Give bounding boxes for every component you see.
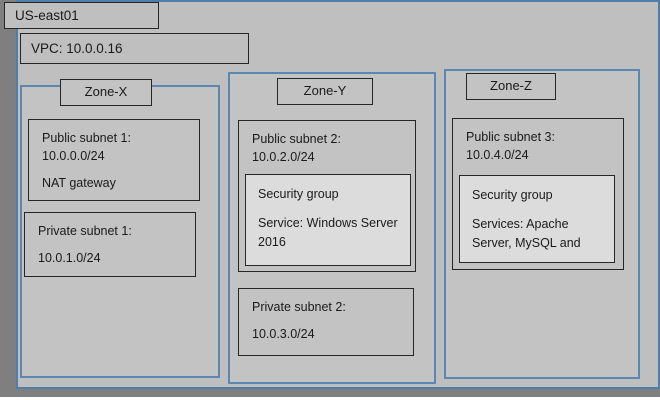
security-group-service-line-1: Services: Apache bbox=[472, 216, 569, 231]
subnet-extra-nat-gateway: NAT gateway bbox=[42, 176, 116, 191]
spacer bbox=[252, 316, 413, 325]
subnet-cidr: 10.0.0.0/24 bbox=[42, 149, 105, 164]
subnet-box-private-subnet-2: Private subnet 2: 10.0.3.0/24 bbox=[238, 288, 414, 356]
spacer bbox=[38, 240, 195, 249]
security-group-title: Security group bbox=[258, 187, 339, 201]
subnet-box-private-subnet-1: Private subnet 1: 10.0.1.0/24 bbox=[24, 212, 196, 277]
security-group-service-line-1: Service: Windows Server bbox=[258, 215, 398, 230]
subnet-cidr: 10.0.1.0/24 bbox=[38, 251, 101, 266]
security-group-box-zone-y: Security group Service: Windows Server 2… bbox=[245, 174, 411, 266]
spacer bbox=[258, 204, 410, 214]
security-group-service-line-2: Server, MySQL and bbox=[472, 235, 581, 250]
region-label: US-east01 bbox=[4, 2, 159, 29]
subnet-cidr: 10.0.3.0/24 bbox=[252, 327, 315, 342]
security-group-title: Security group bbox=[472, 188, 553, 202]
subnet-box-public-subnet-1: Public subnet 1: 10.0.0.0/24 NAT gateway bbox=[28, 119, 200, 201]
security-group-service-line-2: 2016 bbox=[258, 234, 286, 249]
spacer bbox=[42, 165, 199, 174]
subnet-title: Public subnet 2: bbox=[252, 132, 341, 146]
subnet-title: Private subnet 1: bbox=[38, 224, 132, 238]
zone-label-zone-x: Zone-X bbox=[60, 79, 152, 106]
zone-label-zone-y: Zone-Y bbox=[277, 78, 373, 105]
subnet-cidr: 10.0.4.0/24 bbox=[466, 148, 529, 163]
spacer bbox=[472, 205, 614, 215]
subnet-title: Private subnet 2: bbox=[252, 300, 346, 314]
zone-label-zone-z: Zone-Z bbox=[466, 73, 556, 100]
subnet-cidr: 10.0.2.0/24 bbox=[252, 150, 315, 165]
subnet-title: Public subnet 3: bbox=[466, 130, 555, 144]
vpc-label: VPC: 10.0.0.16 bbox=[20, 33, 249, 64]
subnet-title: Public subnet 1: bbox=[42, 131, 131, 145]
security-group-box-zone-z: Security group Services: Apache Server, … bbox=[459, 175, 615, 263]
